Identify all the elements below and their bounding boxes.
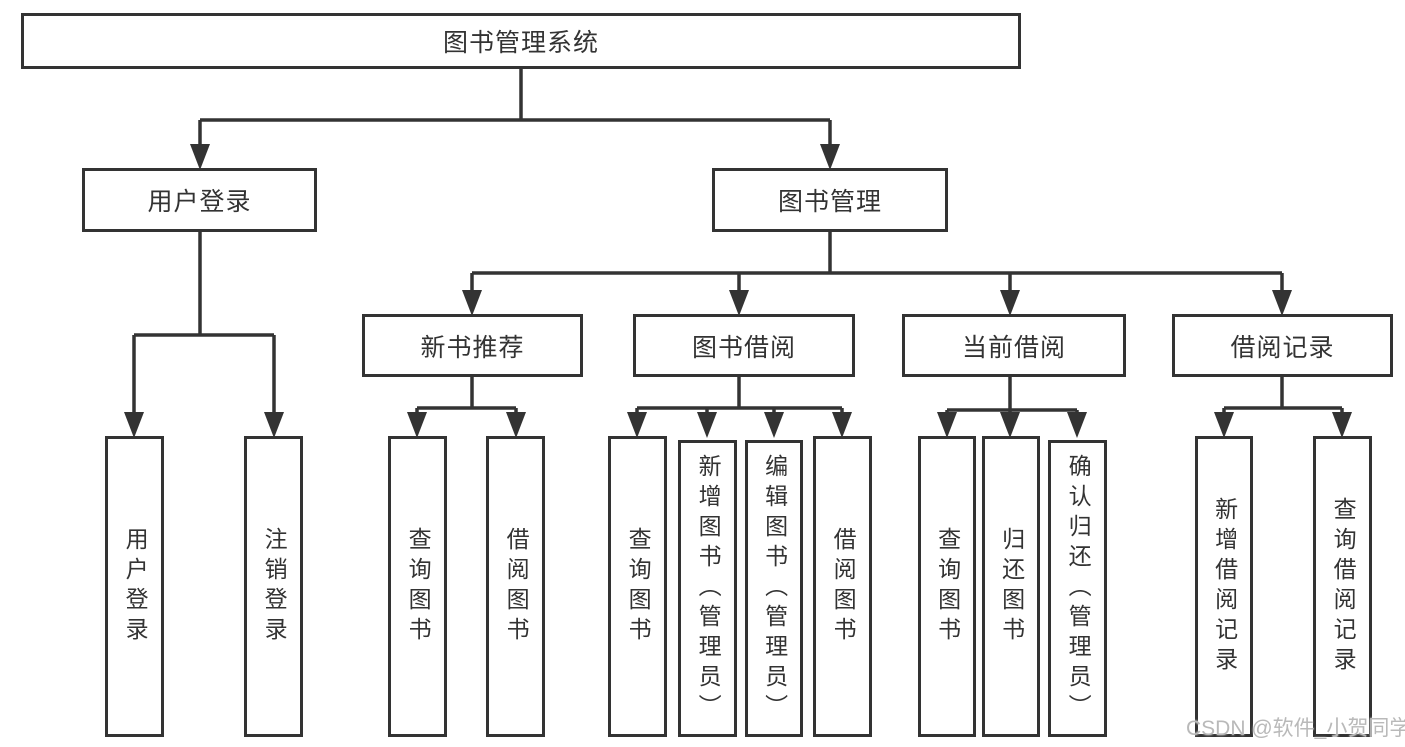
leaf-bb-query-books: 查询图书 — [608, 436, 667, 737]
connector-book-borrow-to-leaves — [635, 377, 844, 418]
arrowhead — [937, 412, 957, 438]
node-current-borrowing-label: 当前借阅 — [961, 333, 1066, 362]
leaf-nb-query-books-label: 查询图书 — [405, 526, 432, 647]
leaf-user-login: 用户登录 — [105, 436, 164, 737]
node-user-login-label: 用户登录 — [147, 188, 252, 216]
node-book-management: 图书管理 — [712, 168, 948, 232]
node-borrow-records-label: 借阅记录 — [1230, 333, 1335, 362]
leaf-bb-edit-books-admin-label: 编辑图书（管理员） — [761, 453, 788, 724]
arrowhead — [1067, 412, 1087, 438]
leaf-br-query-record-label: 查询借阅记录 — [1330, 496, 1357, 677]
leaf-nb-borrow-books-label: 借阅图书 — [503, 526, 530, 647]
node-user-login: 用户登录 — [82, 168, 317, 232]
arrowhead — [627, 412, 647, 438]
leaf-logout: 注销登录 — [244, 436, 303, 737]
leaf-logout-label: 注销登录 — [261, 526, 288, 647]
leaf-bb-borrow-books-label: 借阅图书 — [830, 526, 857, 647]
leaf-cb-query-books-label: 查询图书 — [934, 526, 961, 647]
arrowhead — [1000, 412, 1020, 438]
arrowhead — [1214, 412, 1234, 438]
leaf-bb-edit-books-admin: 编辑图书（管理员） — [745, 440, 803, 737]
arrowhead — [190, 144, 210, 170]
leaf-cb-confirm-return-admin-label: 确认归还（管理员） — [1065, 453, 1092, 724]
arrowhead — [264, 412, 284, 438]
node-book-borrowing: 图书借阅 — [633, 314, 855, 377]
arrowhead — [1272, 290, 1292, 316]
arrowhead — [697, 412, 717, 438]
leaf-bb-borrow-books: 借阅图书 — [813, 436, 872, 737]
node-book-borrowing-label: 图书借阅 — [691, 333, 796, 362]
leaf-user-login-label: 用户登录 — [122, 526, 149, 647]
connector-book-mgmt-to-level3 — [470, 232, 1284, 296]
leaf-cb-confirm-return-admin: 确认归还（管理员） — [1048, 440, 1107, 737]
arrowhead — [407, 412, 427, 438]
leaf-cb-return-books: 归还图书 — [982, 436, 1040, 737]
arrowhead — [764, 412, 784, 438]
node-book-management-label: 图书管理 — [777, 188, 882, 216]
node-new-book-recommend: 新书推荐 — [362, 314, 583, 377]
leaf-br-add-record-label: 新增借阅记录 — [1211, 496, 1238, 677]
arrowhead — [1000, 290, 1020, 316]
node-root: 图书管理系统 — [21, 13, 1021, 69]
node-root-label: 图书管理系统 — [442, 29, 599, 57]
leaf-cb-return-books-label: 归还图书 — [998, 526, 1025, 647]
leaf-bb-query-books-label: 查询图书 — [625, 526, 652, 647]
connector-current-borrow-to-leaves — [945, 377, 1079, 418]
node-current-borrowing: 当前借阅 — [902, 314, 1126, 377]
leaf-cb-query-books: 查询图书 — [918, 436, 976, 737]
watermark: CSDN @软件_小贺同学 — [1186, 717, 1405, 740]
leaf-bb-add-books-admin-label: 新增图书（管理员） — [695, 453, 722, 724]
leaf-nb-borrow-books: 借阅图书 — [486, 436, 545, 737]
leaf-br-add-record: 新增借阅记录 — [1195, 436, 1253, 737]
arrowhead — [820, 144, 840, 170]
connector-root-to-level2 — [198, 69, 832, 150]
arrowhead — [506, 412, 526, 438]
arrowhead — [1332, 412, 1352, 438]
leaf-nb-query-books: 查询图书 — [388, 436, 447, 737]
leaf-br-query-record: 查询借阅记录 — [1313, 436, 1372, 737]
node-new-book-recommend-label: 新书推荐 — [420, 333, 525, 362]
arrowhead — [729, 290, 749, 316]
connector-borrow-record-to-leaves — [1222, 377, 1344, 418]
arrowhead — [462, 290, 482, 316]
leaf-bb-add-books-admin: 新增图书（管理员） — [678, 440, 737, 737]
connector-user-login-to-leaves — [132, 232, 276, 418]
arrowhead — [832, 412, 852, 438]
node-borrow-records: 借阅记录 — [1172, 314, 1393, 377]
arrowhead — [124, 412, 144, 438]
connector-new-book-to-leaves — [415, 377, 518, 418]
